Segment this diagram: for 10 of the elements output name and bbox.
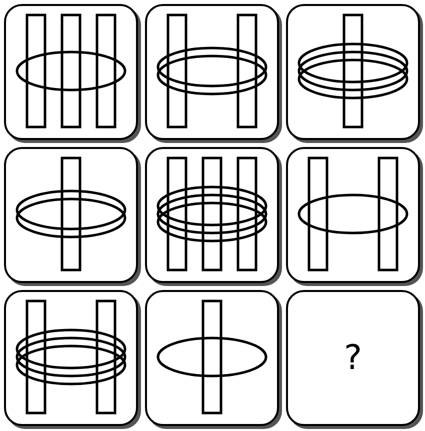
puzzle-tile — [145, 4, 279, 140]
puzzle-tile — [286, 147, 420, 283]
question-mark: ? — [342, 338, 364, 378]
puzzle-tile — [286, 4, 420, 140]
puzzle-tile — [286, 290, 420, 426]
puzzle-tile — [4, 4, 138, 140]
puzzle-tile — [145, 290, 279, 426]
puzzle-tile — [4, 290, 138, 426]
puzzle-tile — [145, 147, 279, 283]
puzzle-tile — [4, 147, 138, 283]
